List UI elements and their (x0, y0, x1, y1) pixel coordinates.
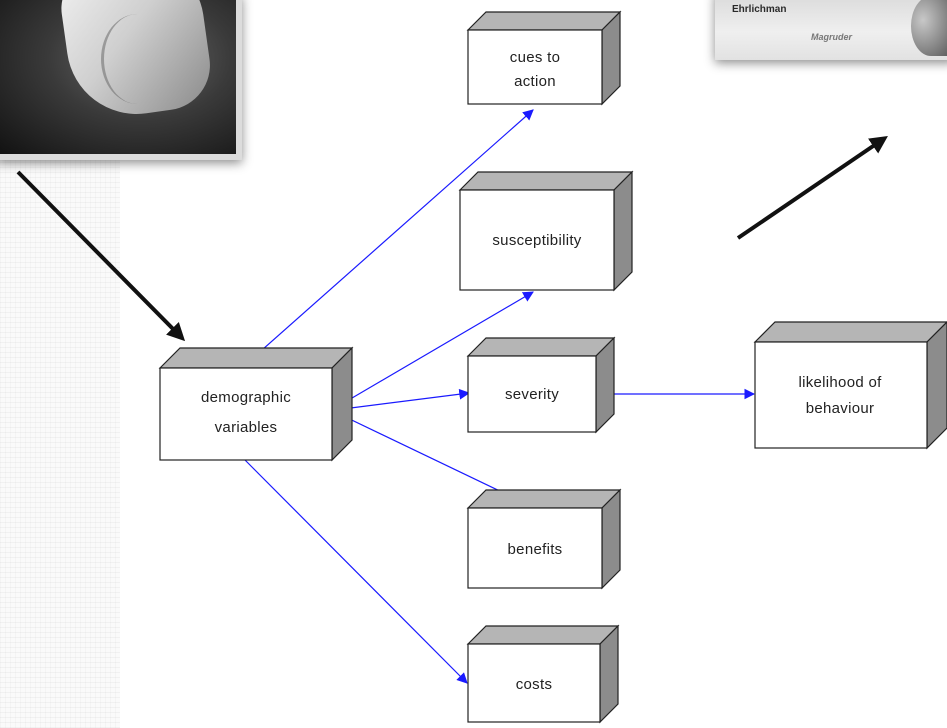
node-likelihood-line2: behaviour (806, 400, 875, 417)
pointer-arrow-right (736, 135, 888, 240)
node-cues-line2: action (514, 73, 556, 90)
photo-face (911, 0, 947, 56)
pointer-arrow-left (16, 170, 186, 342)
node-demographic-line1: demographic (201, 389, 291, 406)
node-cues: cues to action (466, 10, 622, 106)
node-severity-label: severity (505, 386, 559, 403)
node-cues-line1: cues to (510, 49, 560, 66)
node-demographic: demographic variables (158, 346, 354, 462)
node-benefits-label: benefits (508, 541, 563, 558)
connector-demographic-severity (334, 388, 471, 411)
photo-caption-magruder: Magruder (811, 32, 853, 42)
node-demographic-line2: variables (215, 419, 278, 436)
node-likelihood: likelihood of behaviour (753, 321, 947, 450)
connector-demographic-costs (244, 459, 468, 684)
node-likelihood-line1: likelihood of (798, 374, 882, 391)
node-costs-label: costs (516, 676, 553, 693)
watergate-photo: Ehrlichman Magruder (715, 0, 947, 60)
connector-demographic-susceptibility (334, 291, 534, 409)
fist-fold (101, 14, 174, 104)
node-susceptibility: susceptibility (458, 170, 634, 292)
connector-demographic-cues (244, 109, 534, 366)
photo-caption-ehrlichman: Ehrlichman (732, 4, 787, 15)
node-severity: severity (466, 336, 616, 434)
fist-photo (0, 0, 242, 160)
node-benefits: benefits (466, 488, 622, 590)
node-susceptibility-label: susceptibility (492, 232, 581, 249)
node-costs: costs (466, 624, 620, 724)
